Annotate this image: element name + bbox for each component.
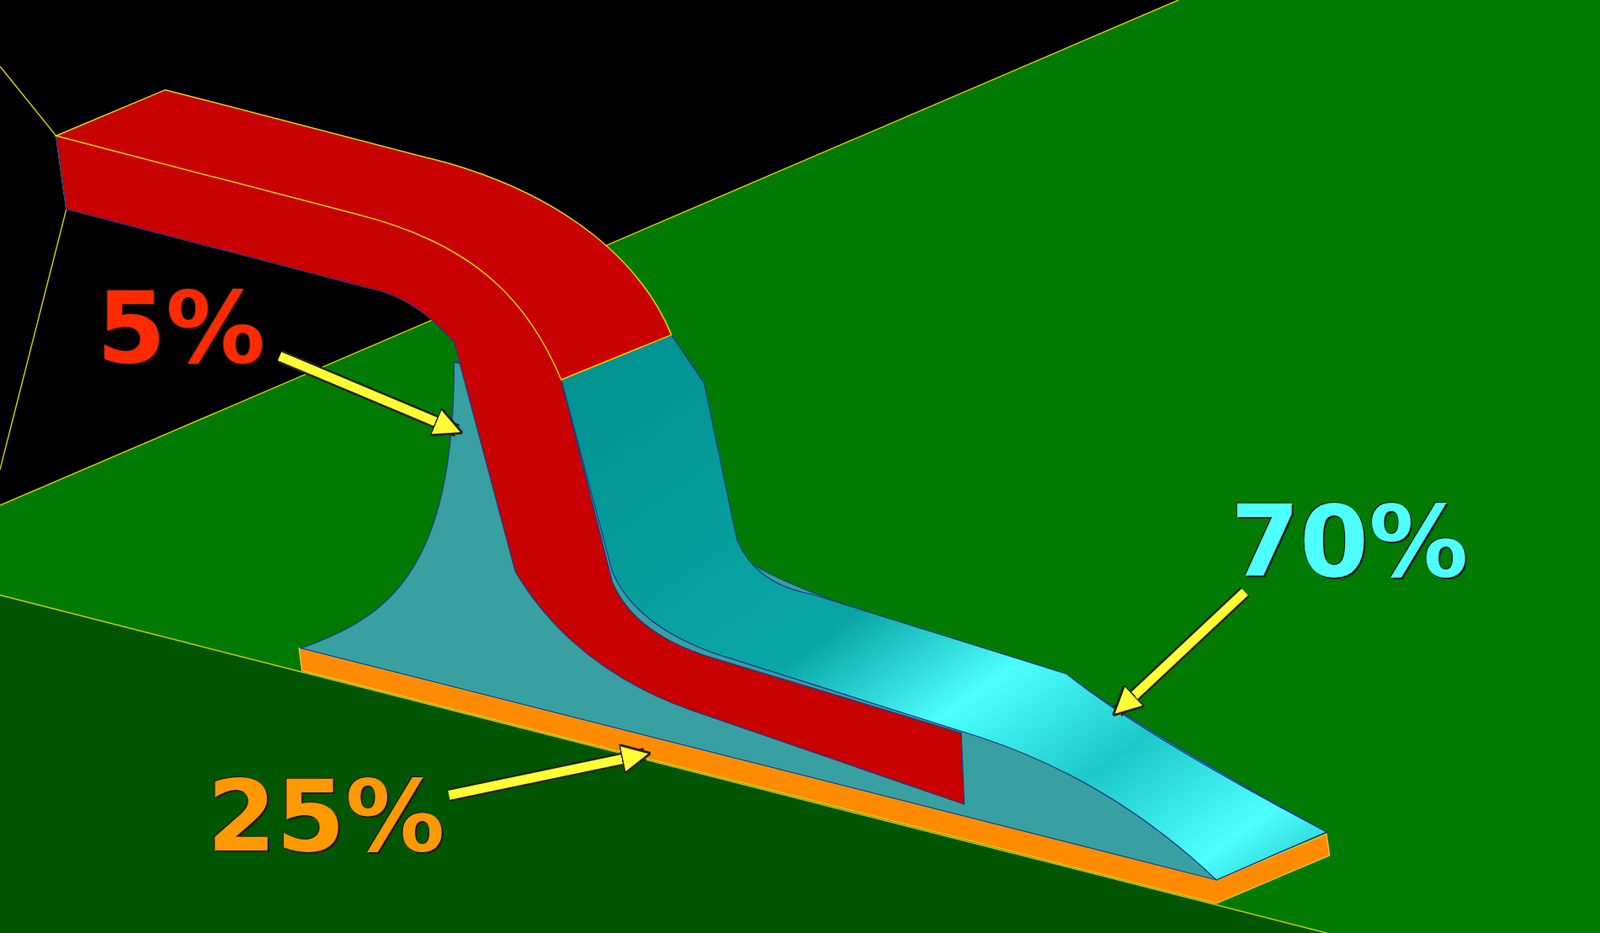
callout-percentage: 25%: [207, 765, 445, 866]
callout-percentage: 70%: [1230, 491, 1468, 591]
callout-percentage: 5%: [96, 277, 266, 378]
